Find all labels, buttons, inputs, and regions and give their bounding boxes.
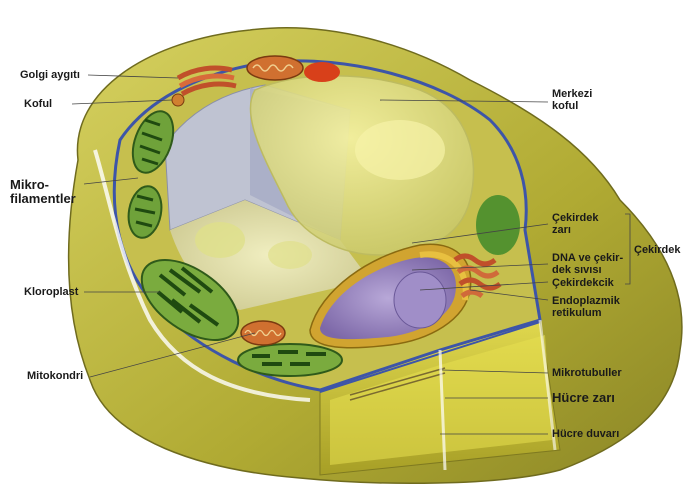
vacuole-highlight-2 <box>268 241 312 269</box>
wall-cut-edge-2 <box>538 319 557 451</box>
wall-cut-edge <box>438 349 447 471</box>
chloroplast-bottom <box>237 343 343 377</box>
label-cekirdekcik: Çekirdekcik <box>552 277 614 289</box>
label-mikrofilamentler: Mikro- filamentler <box>10 177 76 206</box>
label-merkezi-koful: Merkezi koful <box>552 88 593 112</box>
chloroplast-left-1 <box>131 110 175 174</box>
label-mitokondri: Mitokondri <box>27 370 84 382</box>
microtubule-lines <box>349 367 446 401</box>
label-kloroplast: Kloroplast <box>24 286 79 298</box>
membrane-line <box>319 321 541 393</box>
chloroplast-large <box>140 259 240 341</box>
nucleus <box>309 243 472 349</box>
bubble-shine <box>355 120 445 180</box>
label-cekirdek-group: Çekirdek <box>634 244 681 256</box>
red-organelle <box>304 62 340 82</box>
mitochondrion-top <box>246 55 304 81</box>
green-organelle <box>476 195 520 255</box>
label-mikrotubuller: Mikrotubuller <box>552 367 622 379</box>
label-dna: DNA ve çekir- dek sıvısı <box>552 252 624 276</box>
vacuole-highlight-1 <box>195 222 245 258</box>
chloroplast-left-2 <box>127 185 163 239</box>
mitochondrion-bottom <box>240 320 286 346</box>
label-endoplazmik: Endoplazmik retikulum <box>552 295 620 319</box>
leader-lines <box>71 74 631 435</box>
label-koful: Koful <box>24 98 53 110</box>
label-cekirdek-zari: Çekirdek zarı <box>552 212 599 236</box>
golgi-apparatus <box>176 65 237 97</box>
label-golgi: Golgi aygıtı <box>20 69 80 81</box>
label-hucre-zari: Hücre zarı <box>552 390 615 405</box>
endoplasmic-reticulum <box>453 253 502 299</box>
label-hucre-duvari: Hücre duvarı <box>552 428 620 440</box>
wall-gap-left <box>93 149 311 402</box>
vacuole-small <box>171 93 185 107</box>
